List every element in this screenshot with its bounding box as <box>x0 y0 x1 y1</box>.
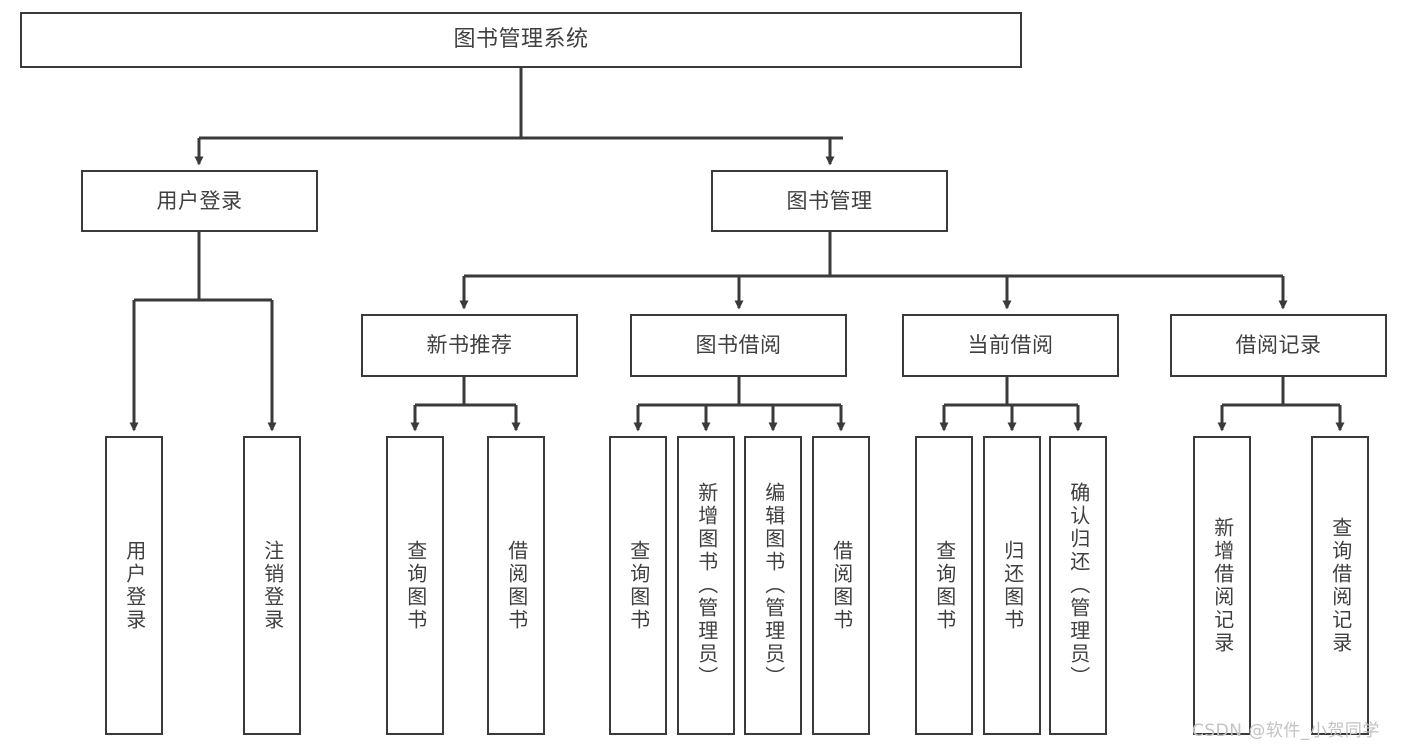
node-current-borrow[interactable]: 当前借阅 <box>902 314 1119 377</box>
leaf-user-login[interactable]: 用户登录 <box>105 436 163 735</box>
leaf-return-book[interactable]: 归还图书 <box>983 436 1041 735</box>
leaf-label: 查询图书 <box>932 539 957 632</box>
leaf-label: 查询借阅记录 <box>1328 516 1353 655</box>
node-user-login[interactable]: 用户登录 <box>81 170 318 232</box>
leaf-add-book-admin[interactable]: 新增图书（管理员） <box>677 436 735 735</box>
leaf-borrow-book-nbr[interactable]: 借阅图书 <box>487 436 545 735</box>
leaf-label: 归还图书 <box>1000 539 1025 632</box>
leaf-label: 新增借阅记录 <box>1210 516 1235 655</box>
leaf-label: 新增图书（管理员） <box>694 482 719 689</box>
node-book-management[interactable]: 图书管理 <box>711 170 948 232</box>
node-borrow-record[interactable]: 借阅记录 <box>1170 314 1387 377</box>
leaf-label: 编辑图书（管理员） <box>761 482 786 689</box>
leaf-label: 用户登录 <box>122 539 147 632</box>
node-borrow-record-label: 借阅记录 <box>1235 333 1322 358</box>
leaf-label: 查询图书 <box>403 539 428 632</box>
leaf-label: 借阅图书 <box>504 539 529 632</box>
leaf-logout[interactable]: 注销登录 <box>243 436 301 735</box>
leaf-label: 确认归还（管理员） <box>1066 482 1091 689</box>
leaf-edit-book-admin[interactable]: 编辑图书（管理员） <box>744 436 802 735</box>
node-user-login-label: 用户登录 <box>156 188 243 213</box>
leaf-add-borrow-record[interactable]: 新增借阅记录 <box>1193 436 1251 735</box>
leaf-query-book-bb[interactable]: 查询图书 <box>609 436 667 735</box>
node-root[interactable]: 图书管理系统 <box>20 12 1022 68</box>
leaf-query-book-cb[interactable]: 查询图书 <box>915 436 973 735</box>
leaf-label: 注销登录 <box>260 539 285 632</box>
node-new-book-recommend-label: 新书推荐 <box>426 333 513 358</box>
node-current-borrow-label: 当前借阅 <box>967 333 1054 358</box>
leaf-label: 借阅图书 <box>829 539 854 632</box>
leaf-borrow-book-bb[interactable]: 借阅图书 <box>812 436 870 735</box>
node-book-borrow-label: 图书借阅 <box>695 333 782 358</box>
node-root-label: 图书管理系统 <box>453 27 589 53</box>
leaf-query-book-nbr[interactable]: 查询图书 <box>386 436 444 735</box>
leaf-query-borrow-record[interactable]: 查询借阅记录 <box>1311 436 1369 735</box>
node-new-book-recommend[interactable]: 新书推荐 <box>361 314 578 377</box>
leaf-label: 查询图书 <box>626 539 651 632</box>
leaf-confirm-return-admin[interactable]: 确认归还（管理员） <box>1049 436 1107 735</box>
node-book-management-label: 图书管理 <box>786 188 873 213</box>
node-book-borrow[interactable]: 图书借阅 <box>630 314 847 377</box>
